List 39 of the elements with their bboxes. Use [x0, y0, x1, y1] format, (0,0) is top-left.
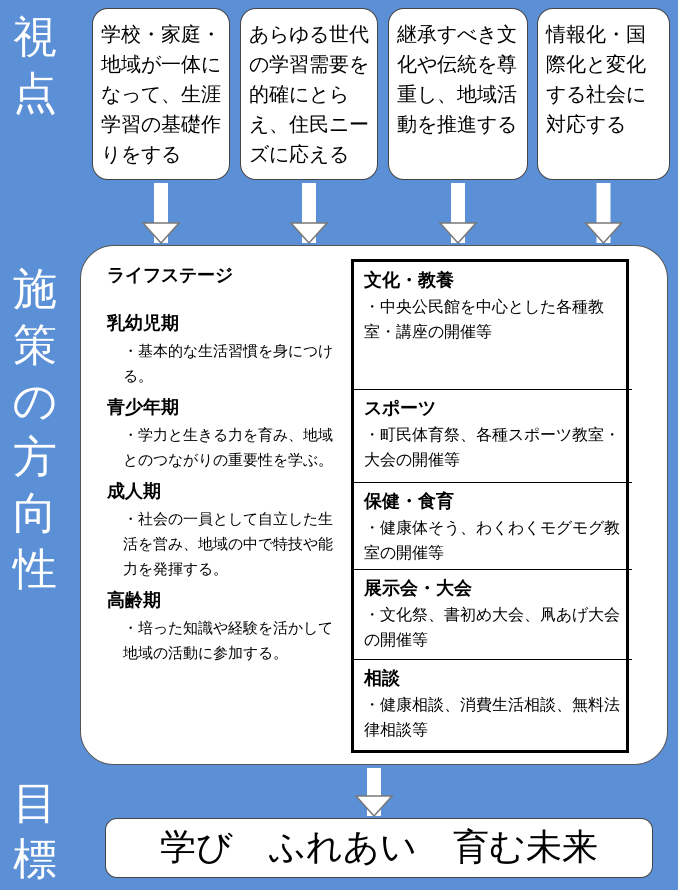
heading: 成人期 [107, 480, 162, 504]
body-text: あらゆる世代の学習需要を的確にとらえ、住民ニーズに応える [249, 21, 369, 168]
block-arrow [584, 183, 622, 244]
block-arrow [439, 183, 477, 244]
side-heading: 視点 [12, 11, 58, 121]
body-text: ・培った知識や経験を活かして地域の活動に参加する。 [122, 618, 334, 664]
body-text: ・中央公民館を中心とした各種教室・講座の開催等 [364, 296, 605, 343]
body-text: ・基本的な生活習慣を身につける。 [122, 341, 334, 387]
body-text: 情報化・国際化と変化する社会に対応する [546, 21, 647, 138]
heading: ライフステージ [107, 264, 234, 288]
body-text: 学び ふれあい 育む未来 [159, 826, 599, 870]
block-arrow [290, 183, 328, 244]
heading: 相談 [364, 667, 401, 691]
heading: 文化・教養 [364, 269, 455, 293]
viewpoint-box [92, 8, 230, 180]
body-text: ・健康相談、消費生活相談、無料法律相談等 [364, 694, 621, 741]
heading: 展示会・大会 [364, 577, 473, 601]
heading: 青少年期 [107, 396, 180, 420]
side-heading: 目標 [12, 777, 58, 887]
viewpoint-box [388, 8, 528, 180]
viewpoint-box [537, 8, 670, 180]
body-text: 学校・家庭・地域が一体になって、生涯学習の基礎作りをする [101, 21, 221, 168]
heading: 高齢期 [107, 589, 162, 613]
heading: 乳幼児期 [107, 312, 180, 336]
heading: スポーツ [364, 397, 437, 421]
list-box [351, 259, 629, 753]
side-heading: 施策の方向性 [11, 263, 58, 597]
block-arrow [355, 768, 393, 817]
goal-box [105, 818, 653, 878]
heading: 保健・食育 [364, 490, 455, 514]
viewpoint-box [240, 8, 378, 180]
body-text: ・学力と生きる力を育み、地域とのつながりの重要性を学ぶ。 [122, 425, 334, 471]
block-arrow [142, 183, 180, 244]
body-text: 継承すべき文化や伝統を尊重し、地域活動を推進する [397, 21, 518, 138]
body-text: ・健康体そう、わくわくモグモグ教室の開催等 [364, 517, 621, 564]
body-text: ・町民体育祭、各種スポーツ教室・大会の開催等 [364, 424, 621, 471]
body-text: ・社会の一員として自立した生活を営み、地域の中で特技や能力を発揮する。 [122, 509, 334, 580]
body-text: ・文化祭、書初め大会、凧あげ大会の開催等 [364, 604, 621, 651]
panel [80, 245, 668, 765]
